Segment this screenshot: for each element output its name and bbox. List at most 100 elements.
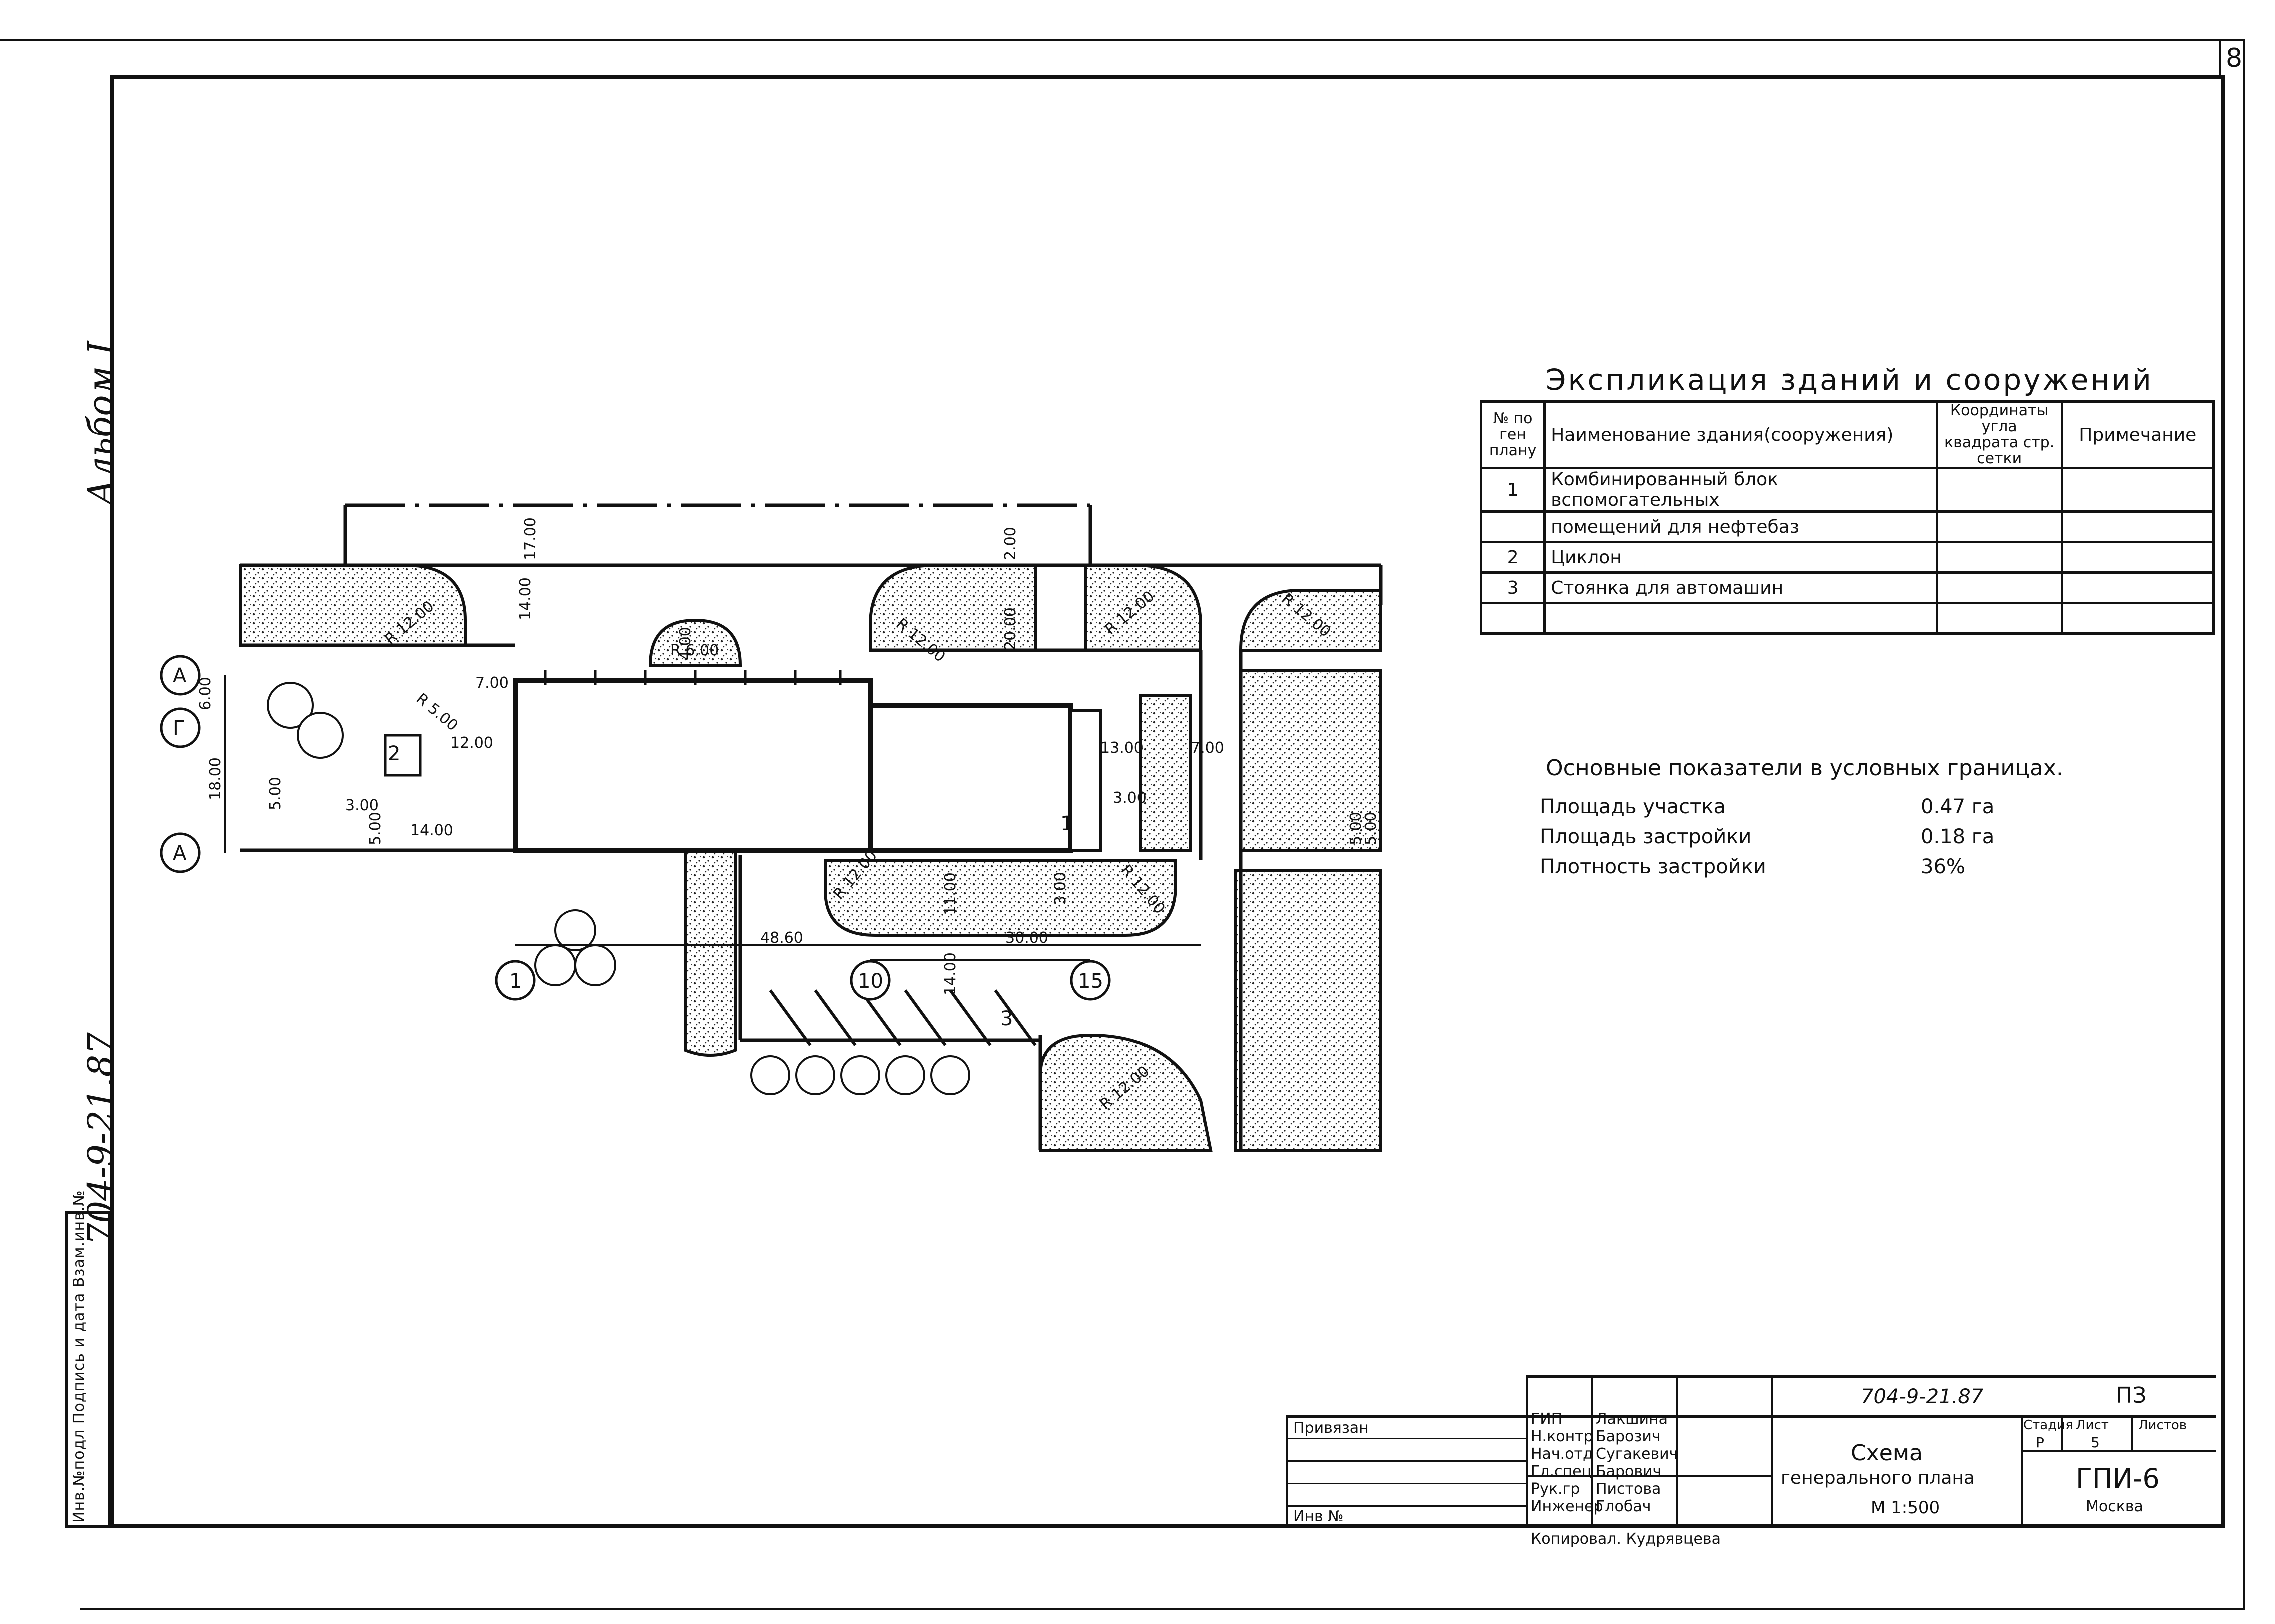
dim-7a: 7.00 — [475, 674, 509, 692]
table-row: 2 Циклон — [1479, 541, 2215, 574]
copied-by: Копировал. Кудрявцева — [1531, 1530, 1721, 1548]
dim-17: 17.00 — [522, 517, 539, 560]
marker-3: 3 — [1000, 1007, 1013, 1030]
dim-5a: 5.00 — [267, 777, 284, 810]
dim-18: 18.00 — [207, 757, 224, 800]
dim-7b: 7.00 — [1191, 739, 1224, 757]
header-name: Наименование здания(сооружения) — [1543, 400, 1938, 469]
parking — [769, 989, 1037, 1046]
stage-value: Р — [2036, 1434, 2044, 1451]
tree-icon — [574, 944, 616, 986]
building-east-part — [868, 703, 1073, 853]
page-number: 8 — [2226, 43, 2243, 73]
tree-icon — [840, 1055, 880, 1095]
dim-30: 30.00 — [1005, 929, 1048, 947]
green-area-lower-right — [1039, 1033, 1213, 1152]
dim-5c: 5.00 — [1347, 812, 1365, 845]
table-row: помещений для нефтебаз — [1479, 510, 2215, 543]
document-code: ПЗ — [2116, 1383, 2147, 1408]
left-stamp-strip — [65, 1211, 110, 1528]
explication-table: № по ген плану Наименование здания(соору… — [1479, 400, 2215, 635]
role: Н.контр — [1531, 1428, 1593, 1445]
axis-label-10: 10 — [858, 970, 883, 993]
radius-label: R 5.00 — [413, 690, 461, 734]
header-coords: Координаты угла квадрата стр. сетки — [1935, 400, 2063, 469]
header-note: Примечание — [2060, 400, 2215, 469]
table-row: 3 Стоянка для автомашин — [1479, 571, 2215, 604]
page-number-box — [2219, 39, 2247, 75]
roads — [240, 503, 1383, 1150]
signer-name: Сугакевич — [1596, 1445, 1678, 1463]
landscape-areas — [239, 564, 1382, 1152]
table-row: 1 Комбинированный блок вспомогательных — [1479, 467, 2215, 513]
axis-bubble — [160, 707, 201, 748]
stage-label: Стадия — [2023, 1418, 2073, 1433]
dim-3a: 3.00 — [345, 797, 379, 814]
cyclone-green — [648, 618, 742, 667]
axis-bubble — [160, 655, 201, 696]
dim-5b: 5.00 — [367, 812, 384, 845]
indicator-label-area: Площадь участка — [1540, 795, 1726, 818]
tree-icon — [554, 909, 596, 951]
tree-icon — [930, 1055, 970, 1095]
dim-5d: 5.00 — [1362, 812, 1380, 845]
privyazan-label: Привязан — [1293, 1419, 1369, 1437]
dim-20: 20.00 — [1002, 607, 1019, 650]
signer-name: Лакшина — [1596, 1410, 1668, 1428]
tree-icon — [885, 1055, 925, 1095]
organization: ГПИ-6 — [2076, 1463, 2160, 1494]
radius-label: R 6.00 — [670, 642, 719, 659]
dim-12: 12.00 — [450, 734, 493, 752]
axis-label-15: 15 — [1078, 970, 1103, 993]
building-annex — [1069, 709, 1102, 852]
dim-14c: 14.00 — [942, 952, 959, 995]
sheets-label: Листов — [2138, 1418, 2187, 1433]
green-area-far-right — [1239, 589, 1382, 652]
signer-name: Пистова — [1596, 1480, 1661, 1498]
outer-border-right — [2243, 39, 2245, 1609]
indicator-value-density: 36% — [1921, 855, 1965, 878]
green-area-parking-left — [684, 849, 737, 1057]
role: Рук.гр — [1531, 1480, 1580, 1498]
trees — [267, 682, 970, 1095]
tree-icon — [297, 712, 344, 759]
dim-2: 2.00 — [1002, 527, 1019, 560]
dim-48-6: 48.60 — [760, 929, 803, 947]
drawing-title-line-1: Схема — [1851, 1440, 1923, 1466]
outer-border-bottom — [80, 1608, 2245, 1610]
dim-11: 11.00 — [942, 872, 959, 915]
indicator-value-built: 0.18 га — [1921, 825, 1995, 848]
building-west-part — [513, 678, 873, 853]
dimension-lines — [224, 675, 1201, 961]
cyclone — [384, 734, 422, 777]
axis-bubble — [160, 832, 201, 873]
indicator-value-area: 0.47 га — [1921, 795, 1995, 818]
tree-icon — [795, 1055, 835, 1095]
marker-2: 2 — [388, 742, 400, 765]
green-area-bottom — [824, 859, 1177, 937]
dim-14a: 14.00 — [410, 822, 453, 839]
tree-icon — [267, 682, 314, 729]
green-area-building-right — [1139, 694, 1192, 852]
axis-label-1: 1 — [509, 970, 522, 993]
dim-14b: 14.00 — [517, 577, 534, 620]
explication-title: Экспликация зданий и сооружений — [1546, 363, 2153, 397]
green-strip-right — [1234, 869, 1382, 1152]
drawing-scale: М 1:500 — [1871, 1498, 1940, 1518]
signer-name: Глобач — [1596, 1498, 1651, 1515]
indicator-label-built: Площадь застройки — [1540, 825, 1752, 848]
role: ГИП — [1531, 1410, 1563, 1428]
tree-icon — [750, 1055, 790, 1095]
dim-6: 6.00 — [197, 677, 214, 710]
role: Нач.отд — [1531, 1445, 1593, 1463]
building-block — [513, 670, 1102, 853]
drawing-title-line-2: генерального плана — [1781, 1468, 1975, 1488]
cyclone-box — [384, 734, 422, 777]
axis-label-a-top: А — [173, 664, 187, 687]
inv-label: Инв № — [1293, 1508, 1344, 1525]
header-num: № по ген плану — [1479, 400, 1546, 469]
dim-3c: 3.00 — [1052, 872, 1069, 905]
drawing-frame — [110, 75, 2225, 1528]
indicators-title: Основные показатели в условных границах. — [1546, 755, 2063, 781]
